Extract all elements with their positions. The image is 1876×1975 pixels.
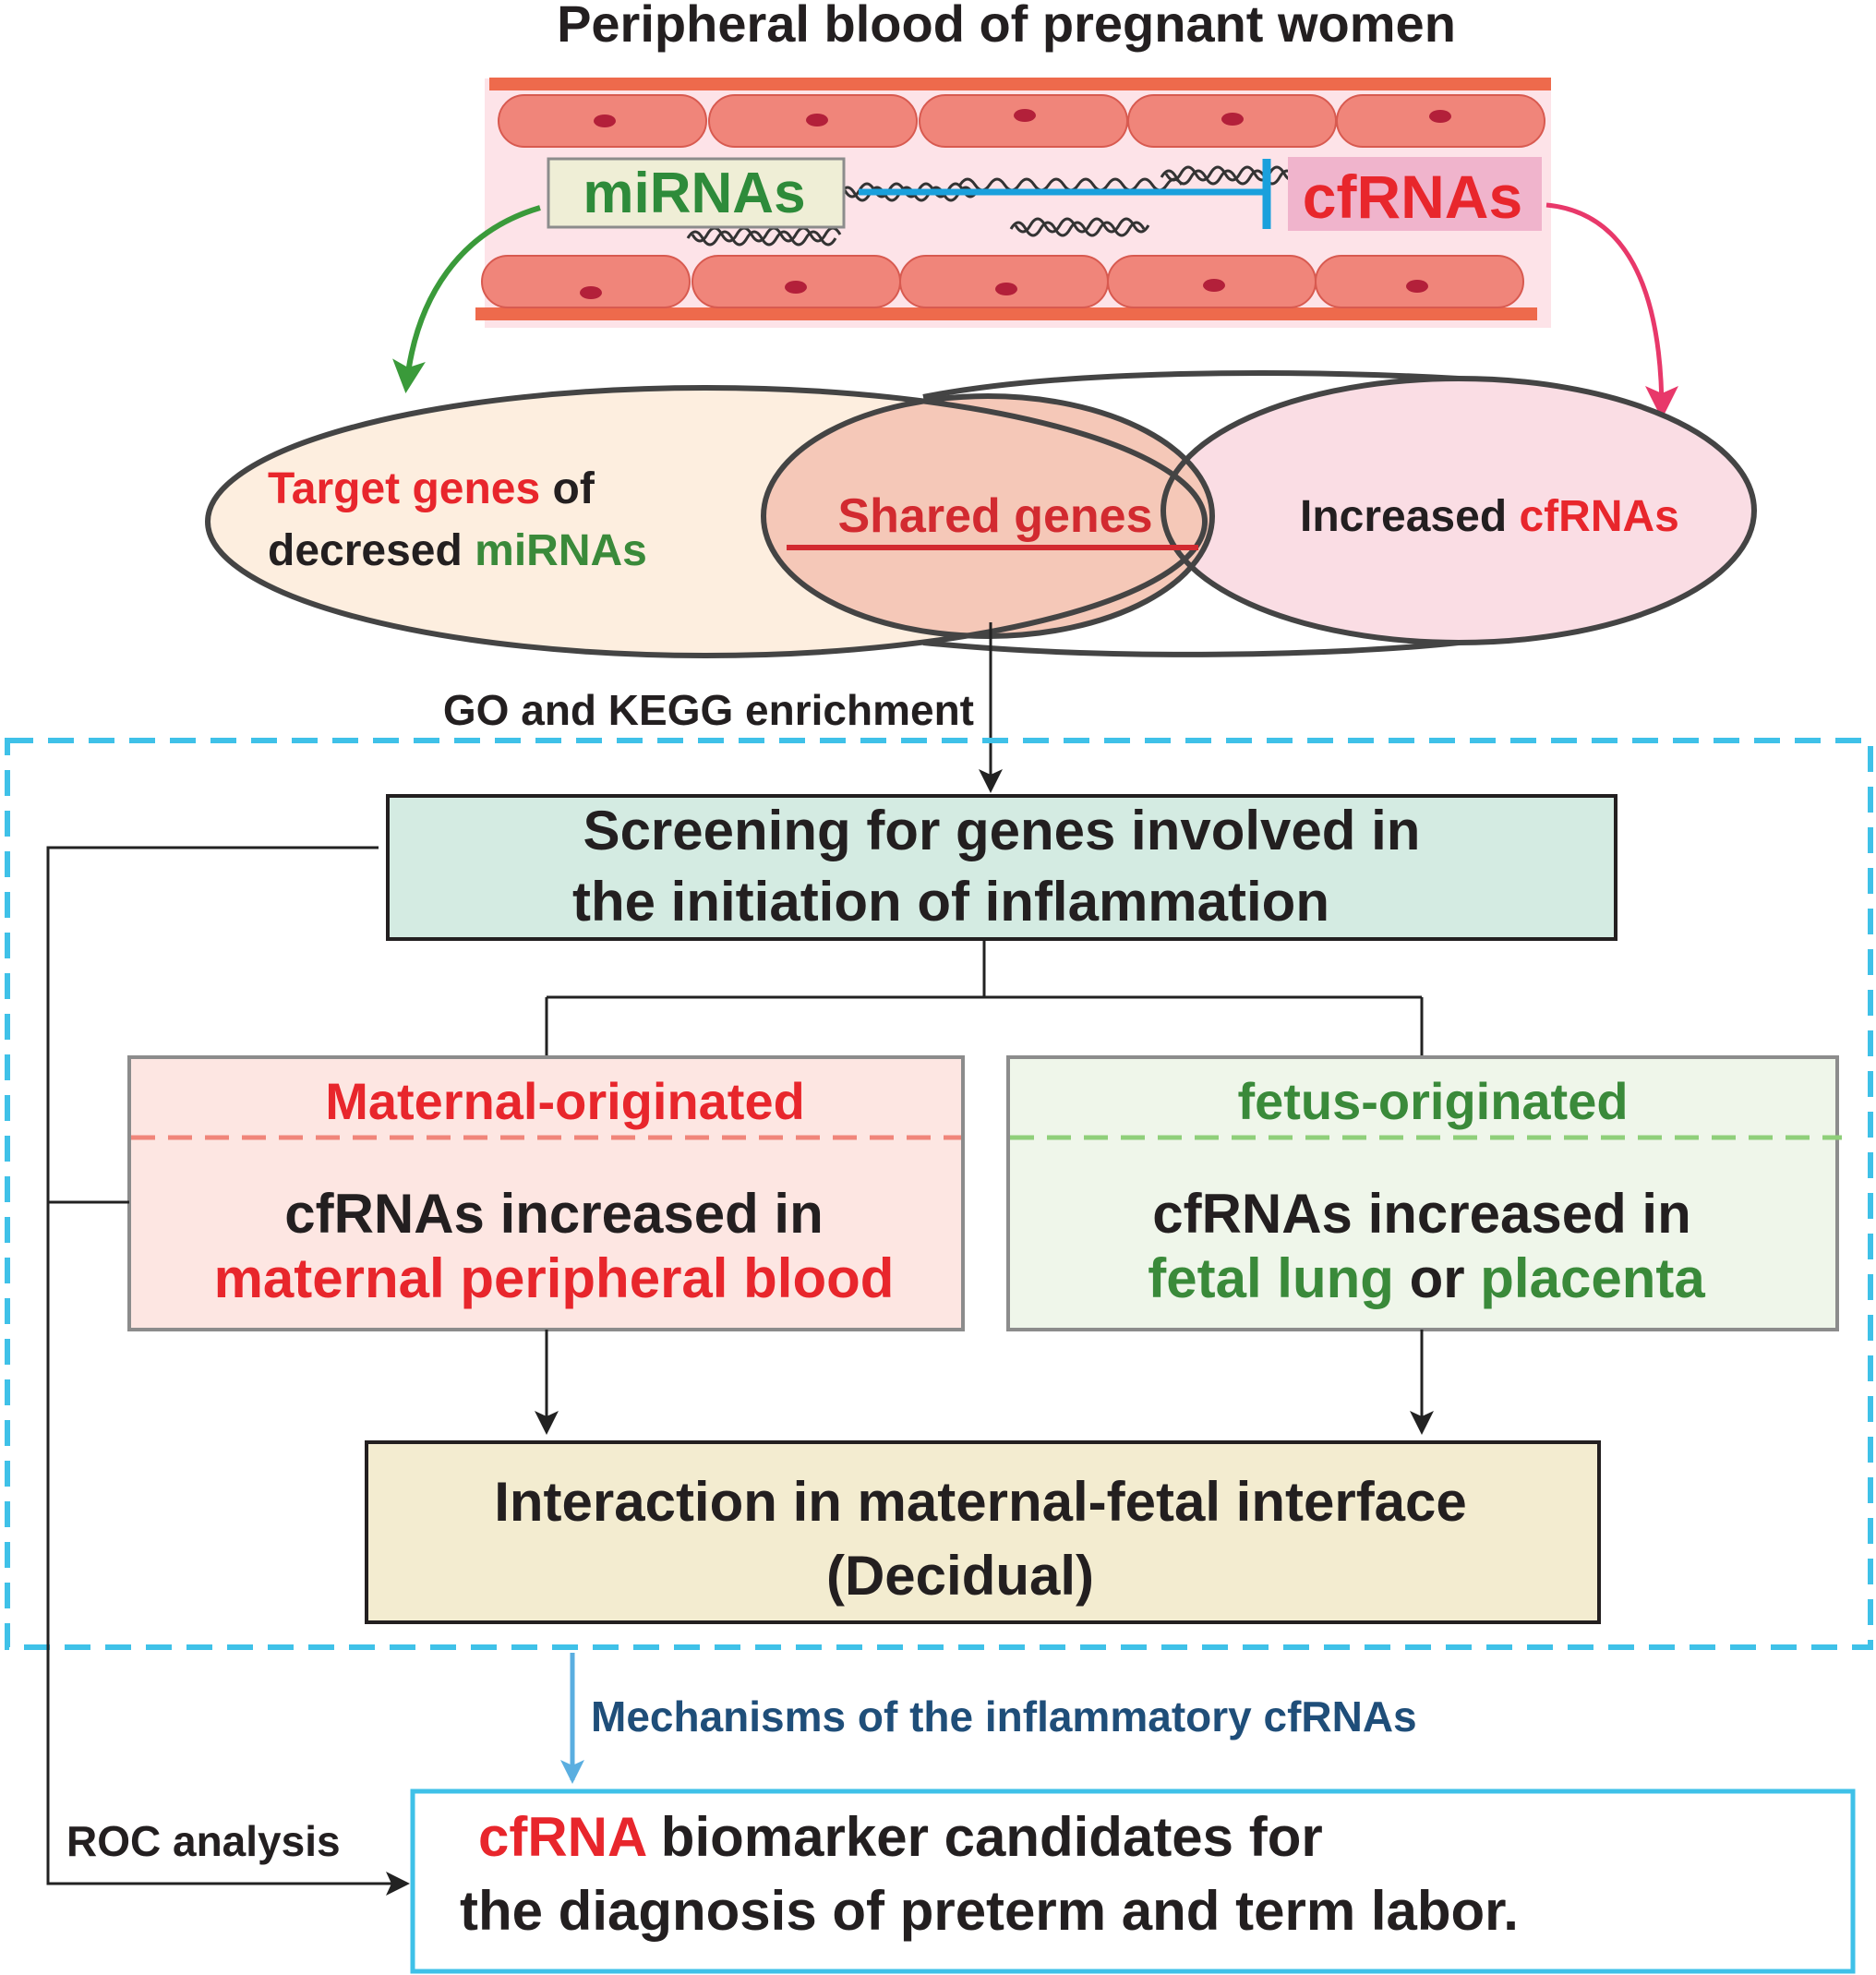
roc-connector bbox=[46, 846, 406, 1885]
maternal-header: Maternal-originated bbox=[325, 1072, 805, 1130]
maternal-line2: maternal peripheral blood bbox=[214, 1247, 895, 1309]
mirna-box bbox=[547, 157, 846, 229]
interaction-line1: Interaction in maternal-fetal interface bbox=[494, 1471, 1467, 1533]
biomarker-line2: the diagnosis of preterm and term labor. bbox=[460, 1880, 1519, 1942]
fetal-box bbox=[1006, 1055, 1839, 1331]
venn-right-fill bbox=[1163, 379, 1754, 643]
venn-center-label: Shared genes bbox=[837, 489, 1152, 543]
fetal-line2: fetal lung or placenta bbox=[1148, 1247, 1705, 1309]
rna-strand bbox=[838, 186, 975, 202]
vessel-wall-bottom bbox=[475, 307, 1537, 320]
mirna-label: miRNAs bbox=[583, 162, 805, 225]
green-curved-arrow bbox=[392, 205, 541, 393]
screening-line2: the initiation of inflammation bbox=[572, 871, 1329, 933]
maternal-box bbox=[127, 1055, 965, 1331]
diagram-title: Peripheral blood of pregnant women bbox=[557, 0, 1456, 53]
venn-left-outline bbox=[205, 385, 1208, 658]
vessel-wall-top bbox=[489, 78, 1551, 90]
venn-right-label: Increased cfRNAs bbox=[1300, 492, 1679, 541]
cfrna-label: cfRNAs bbox=[1303, 163, 1522, 231]
venn-left-label-line2: decresed miRNAs bbox=[268, 526, 647, 575]
mechanisms-edge-label: Mechanisms of the inflammatory cfRNAs bbox=[591, 1692, 1417, 1740]
blood-vessel-illustration: miRNAs cfRNAs bbox=[475, 78, 1551, 328]
mechanism-frame bbox=[5, 738, 1873, 1650]
biomarker-line1: cfRNA biomarker candidates for bbox=[478, 1806, 1323, 1868]
interaction-box bbox=[365, 1440, 1601, 1624]
venn-center-fill bbox=[764, 396, 1212, 636]
maternal-line1: cfRNAs increased in bbox=[284, 1183, 824, 1245]
go-kegg-edge-label: GO and KEGG enrichment bbox=[443, 686, 974, 734]
fetal-line1: cfRNAs increased in bbox=[1152, 1183, 1691, 1245]
fetal-header: fetus-originated bbox=[1237, 1072, 1628, 1130]
interaction-line2: (Decidual) bbox=[826, 1545, 1094, 1607]
screening-line1: Screening for genes involved in bbox=[583, 800, 1421, 861]
venn-center-outline bbox=[761, 393, 1215, 639]
cfrna-box bbox=[1288, 157, 1542, 231]
pink-curved-arrow bbox=[1545, 202, 1678, 419]
venn-left-label-line1: Target genes of bbox=[268, 464, 595, 513]
venn-diagram: Target genes of decresed miRNAs Shared g… bbox=[205, 370, 1757, 658]
roc-edge-label: ROC analysis bbox=[66, 1817, 341, 1865]
screening-box bbox=[386, 794, 1617, 941]
biomarker-box bbox=[410, 1788, 1856, 1974]
